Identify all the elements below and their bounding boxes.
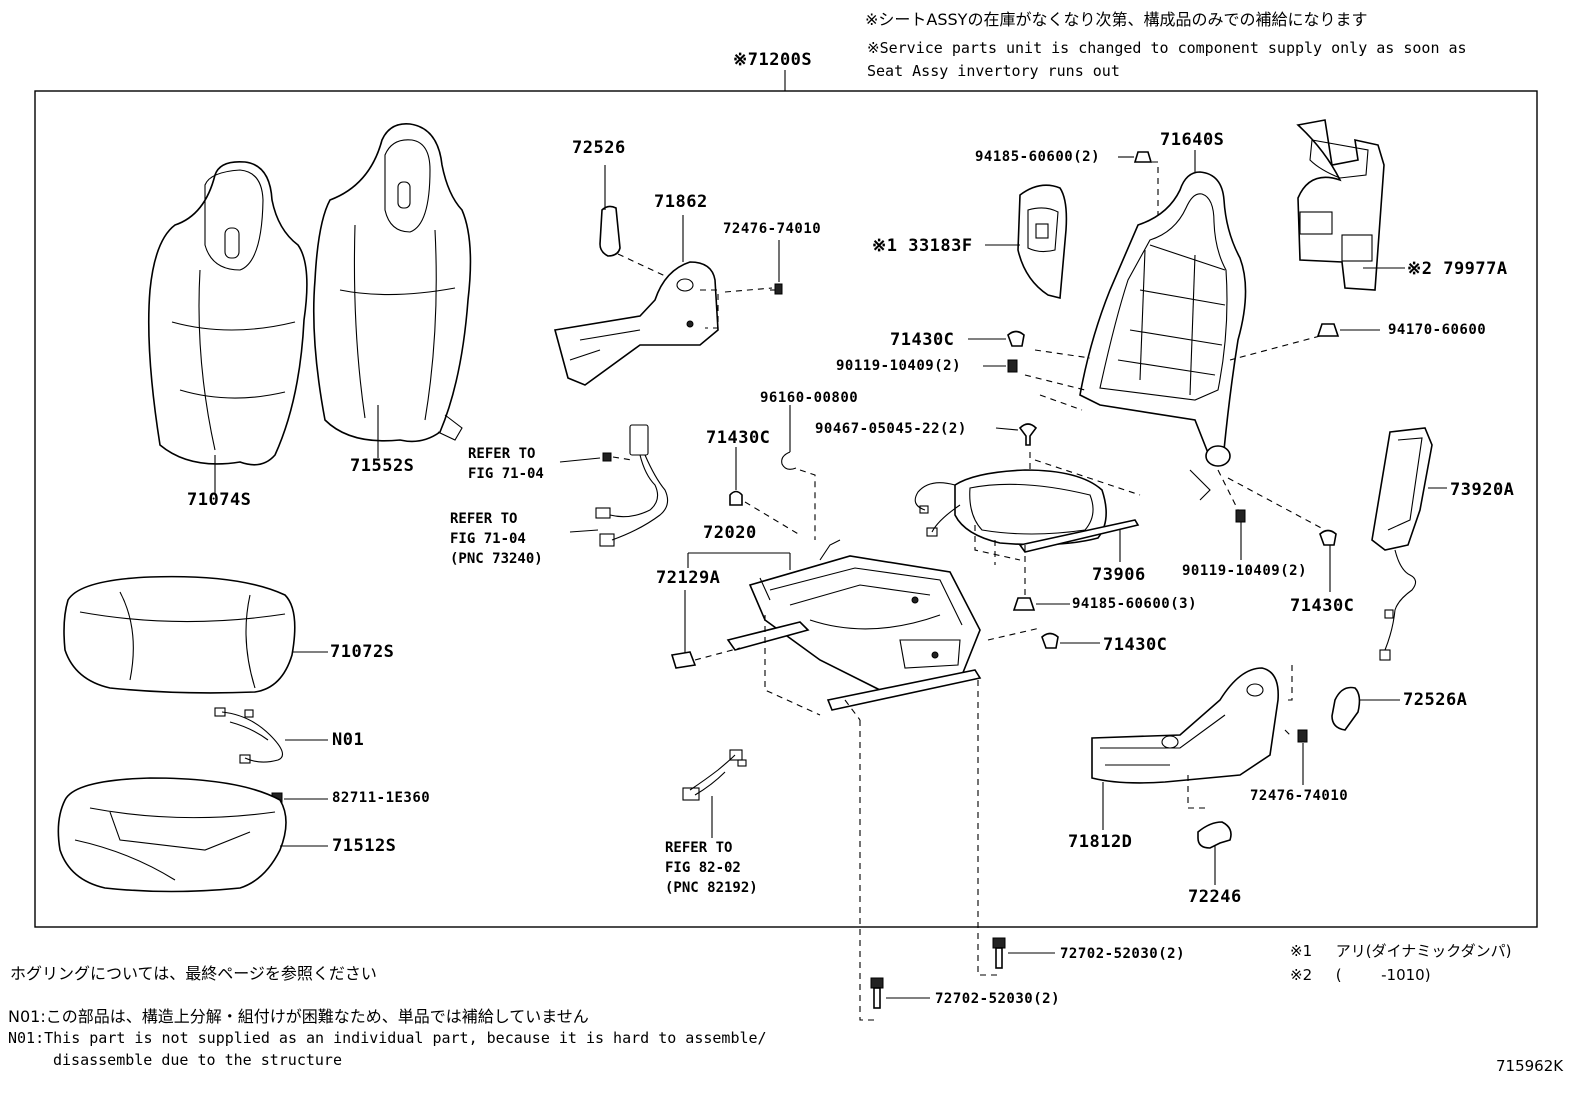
harness-N01 bbox=[214, 707, 284, 764]
refer-fig-71-04-b: REFER TO FIG 71-04 (PNC 73240) bbox=[450, 509, 543, 569]
seat-back-pad-71552S bbox=[312, 123, 472, 443]
header-note-jp: ※シートASSYの在庫がなくなり次第、構成品のみでの補給になります bbox=[865, 10, 1368, 29]
hog-ring-note: ホグリングについては、最終ページを参照ください bbox=[10, 964, 377, 983]
part-82711-1E360: 82711-1E360 bbox=[332, 790, 431, 806]
knob-72526 bbox=[599, 205, 621, 257]
part-90119-10409-a: 90119-10409(2) bbox=[836, 358, 962, 374]
leader-ref1 bbox=[559, 457, 601, 463]
part-33183F: ※1 33183F bbox=[872, 236, 973, 256]
nut-94170 bbox=[1316, 323, 1340, 337]
part-79977A: ※2 79977A bbox=[1407, 259, 1508, 279]
bolt-72702-upper bbox=[992, 937, 1006, 969]
recliner-cover-71862 bbox=[553, 261, 719, 386]
part-71430C-c: 71430C bbox=[1290, 596, 1355, 616]
knob-72526A bbox=[1331, 686, 1361, 731]
refer-fig-71-04-a: REFER TO FIG 71-04 bbox=[468, 444, 544, 484]
part-90467-05045-22: 90467-05045-22(2) bbox=[815, 421, 967, 437]
part-71640S: 71640S bbox=[1160, 130, 1225, 150]
nut-94185-lower bbox=[1012, 597, 1036, 611]
part-90119-10409-b: 90119-10409(2) bbox=[1182, 563, 1308, 579]
side-airbag-73920A bbox=[1371, 427, 1433, 661]
part-72476-74010-lower: 72476-74010 bbox=[1250, 788, 1349, 804]
footnote-2-text: -1010) bbox=[1381, 966, 1431, 984]
grommet-71430C-d bbox=[1041, 632, 1059, 649]
part-73906: 73906 bbox=[1092, 565, 1146, 585]
part-71812D: 71812D bbox=[1068, 832, 1133, 852]
footnote-1-mark: ※1 bbox=[1290, 942, 1313, 960]
n01-note-jp: N01:この部品は、構造上分解・組付けが困難なため、単品では補給していません bbox=[8, 1007, 589, 1026]
part-96160-00800: 96160-00800 bbox=[760, 390, 859, 406]
refer-line-2: FIG 82-02 bbox=[665, 860, 741, 876]
part-72526: 72526 bbox=[572, 138, 626, 158]
seat-back-frame-71640S bbox=[1079, 171, 1247, 501]
n01-note-en-1: N01:This part is not supplied as an indi… bbox=[8, 1029, 767, 1047]
harness-82192 bbox=[682, 749, 747, 801]
part-72702-52030-upper: 72702-52030(2) bbox=[1060, 946, 1186, 962]
footnote-2-mark: ※2 bbox=[1290, 966, 1313, 984]
screw-72476-lower bbox=[1297, 729, 1308, 743]
part-71512S: 71512S bbox=[332, 836, 397, 856]
part-71430C-b: 71430C bbox=[706, 428, 771, 448]
part-72246: 72246 bbox=[1188, 887, 1242, 907]
recliner-cover-71812D bbox=[1091, 667, 1279, 784]
grommet-71430C-a bbox=[1007, 330, 1025, 347]
assembly-frame bbox=[34, 90, 1538, 928]
cushion-cover-71072S bbox=[63, 575, 296, 694]
damper-33183F bbox=[1017, 184, 1068, 300]
part-N01: N01 bbox=[332, 730, 365, 750]
refer-line-2: FIG 71-04 bbox=[450, 531, 526, 547]
nut-94185-upper bbox=[1133, 151, 1153, 163]
grommet-71430C-c bbox=[1319, 529, 1337, 546]
part-71862: 71862 bbox=[654, 192, 708, 212]
part-72702-52030-lower: 72702-52030(2) bbox=[935, 991, 1061, 1007]
footnote-1-text: アリ(ダイナミックダンパ) bbox=[1335, 942, 1512, 960]
part-71430C-d: 71430C bbox=[1103, 635, 1168, 655]
hog-ring-96160 bbox=[781, 451, 797, 470]
leader-90467 bbox=[995, 427, 1019, 431]
part-94185-60600-upper: 94185-60600(2) bbox=[975, 149, 1101, 165]
part-73920A: 73920A bbox=[1450, 480, 1515, 500]
refer-line-3: (PNC 73240) bbox=[450, 551, 543, 567]
screw-90119-b bbox=[1235, 509, 1246, 523]
part-71074S: 71074S bbox=[187, 490, 252, 510]
header-note-en-2: Seat Assy invertory runs out bbox=[867, 62, 1120, 80]
refer-line-1: REFER TO bbox=[450, 511, 518, 527]
part-71552S: 71552S bbox=[350, 456, 415, 476]
part-94185-60600-lower: 94185-60600(3) bbox=[1072, 596, 1198, 612]
part-94170-60600: 94170-60600 bbox=[1388, 322, 1487, 338]
cover-72246 bbox=[1197, 821, 1232, 849]
footnote-1: ※1 アリ(ダイナミックダンパ) bbox=[1290, 940, 1512, 963]
back-board-79977A bbox=[1296, 119, 1385, 291]
cushion-pad-71512S bbox=[57, 777, 287, 893]
part-72020: 72020 bbox=[703, 523, 757, 543]
assembly-number: ※71200S bbox=[733, 50, 813, 70]
grommet-71430C-b bbox=[729, 490, 743, 506]
screw-90119-a bbox=[1007, 359, 1018, 373]
clip-90467 bbox=[1018, 423, 1038, 446]
part-72476-74010-upper: 72476-74010 bbox=[723, 221, 822, 237]
bolt-72702-lower bbox=[870, 977, 884, 1009]
part-72526A: 72526A bbox=[1403, 690, 1468, 710]
refer-line-1: REFER TO bbox=[665, 840, 733, 856]
refer-fig-82-02: REFER TO FIG 82-02 (PNC 82192) bbox=[665, 838, 758, 898]
seat-back-cover-71074S bbox=[147, 160, 308, 466]
header-note-en-1: ※Service parts unit is changed to compon… bbox=[867, 39, 1467, 57]
footnote-2: ※2 ( -1010) bbox=[1290, 964, 1431, 987]
footnote-2-open: ( bbox=[1335, 966, 1342, 984]
refer-line-1: REFER TO bbox=[468, 446, 536, 462]
leader-ref2 bbox=[569, 529, 599, 533]
part-71072S: 71072S bbox=[330, 642, 395, 662]
bracket-72129A bbox=[670, 651, 697, 669]
refer-line-3: (PNC 82192) bbox=[665, 880, 758, 896]
buckle-harness bbox=[595, 424, 669, 547]
cushion-pad-73906 bbox=[914, 469, 1140, 553]
refer-line-2: FIG 71-04 bbox=[468, 466, 544, 482]
part-71430C-a: 71430C bbox=[890, 330, 955, 350]
diagram-id: 715962K bbox=[1496, 1057, 1564, 1075]
screw-72476-upper bbox=[770, 283, 783, 295]
n01-note-en-2: disassemble due to the structure bbox=[53, 1051, 342, 1069]
seat-frame-72020 bbox=[726, 539, 982, 711]
part-72129A: 72129A bbox=[656, 568, 721, 588]
